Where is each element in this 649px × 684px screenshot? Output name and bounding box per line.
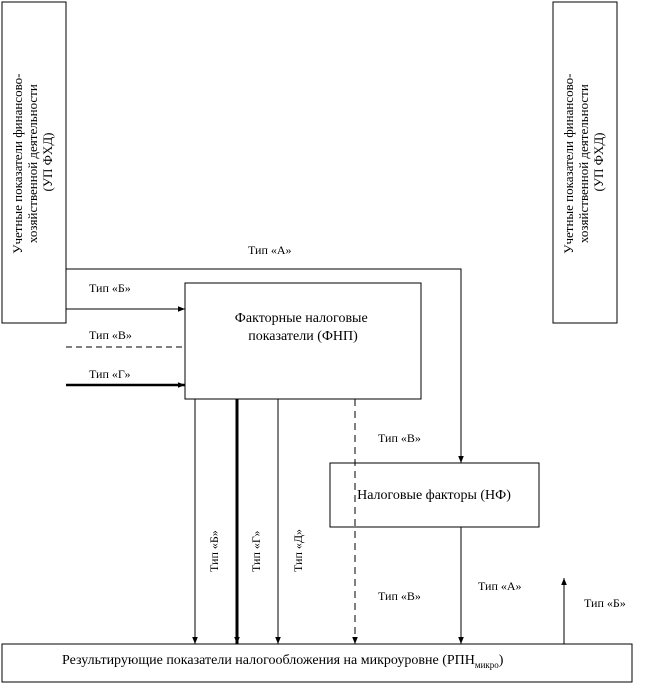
result-box-text: Результирующие показатели налогообложени… [62,653,504,670]
label-type-b-left: Тип «Б» [89,281,131,295]
left-box-line-2: хозяйственной деятельности [25,84,40,243]
result-box [1,643,633,683]
right-box-line-2: хозяйственной деятельности [576,84,591,243]
right-box-text: Учетные показатели финансово- хозяйствен… [561,70,606,253]
nf-box [329,462,540,528]
label-type-g-vertical: Тип «Г» [249,530,263,572]
label-type-a-top: Тип «А» [248,243,292,257]
arrow-type-a-left-to-nf [66,268,464,463]
right-box-line-3: (УП ФХД) [591,132,606,191]
label-type-d-vertical: Тип «Д» [291,529,305,572]
result-main-text: Результирующие показатели налогообложени… [62,653,475,668]
fnp-line-2: показатели (ФНП) [248,329,358,344]
label-type-b-vertical: Тип «Б» [207,530,221,572]
label-type-a-bottom: Тип «А» [478,579,522,593]
label-type-v-lower: Тип «В» [378,589,421,603]
fnp-line-1: Факторные налоговые [235,311,368,326]
label-type-g-left: Тип «Г» [89,367,131,381]
left-box-text: Учетные показатели финансово- хозяйствен… [10,70,55,253]
result-subscript: микро [475,660,499,670]
fnp-box-text: Факторные налоговые показатели (ФНП) [235,311,371,344]
left-accounting-box [1,1,67,324]
label-type-v-upper: Тип «В» [378,431,421,445]
label-type-b-right: Тип «Б» [584,596,626,610]
right-box-line-1: Учетные показатели финансово- [561,74,576,254]
left-box-line-1: Учетные показатели финансово- [10,74,25,254]
result-close: ) [499,653,504,668]
nf-box-text: Налоговые факторы (НФ) [357,488,511,503]
fnp-box [184,282,422,400]
left-box-line-3: (УП ФХД) [40,132,55,191]
label-type-v-left: Тип «В» [89,328,132,342]
right-accounting-box [552,1,618,324]
